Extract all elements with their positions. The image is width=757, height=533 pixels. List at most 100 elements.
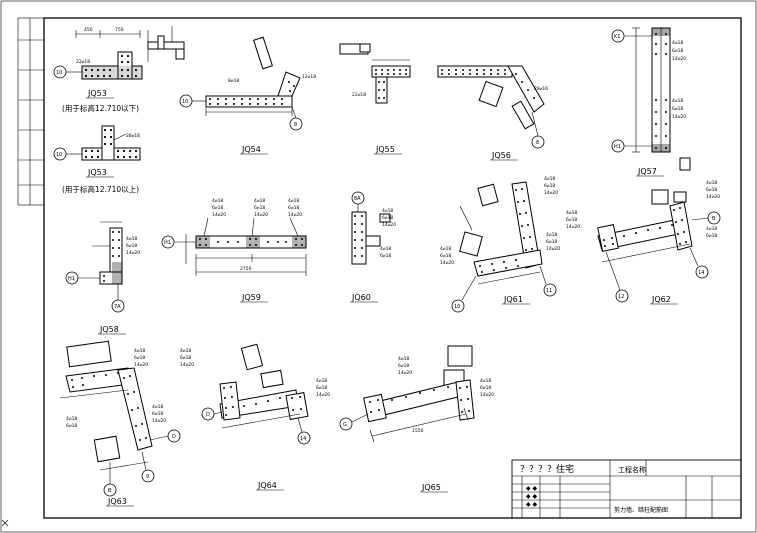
wall-section xyxy=(473,249,543,277)
axis-label: 12 xyxy=(618,294,624,300)
axis-bubble xyxy=(339,417,353,431)
title-block: ？？？？住宅 工程名称 剪力墙、暗柱配筋图 ◆ ◆ ◆ ◆ ◆ ◆ xyxy=(511,459,742,519)
section-jq56: 28⌀16 8 JQ56 xyxy=(437,65,548,161)
section-jq65: 4⌀18 6⌀18 14⌀20 4⌀18 6⌀18 14⌀20 1550 G J… xyxy=(339,345,494,493)
wall-section xyxy=(371,65,411,78)
tb-glyph: ◆ ◆ xyxy=(526,493,538,500)
rebar-note: 4⌀18 xyxy=(480,378,491,384)
axis-label: 10 xyxy=(454,304,460,310)
axis-label: D xyxy=(172,434,176,440)
rebar-note: 4⌀18 xyxy=(440,246,451,252)
wall-section xyxy=(117,51,133,80)
rebar-note: 4⌀18 xyxy=(706,180,717,186)
rebar-note: 6⌀18 xyxy=(480,385,491,391)
axis-bubble xyxy=(615,289,629,303)
rebar-note: 6⌀18 xyxy=(134,355,145,361)
wall-section xyxy=(507,65,545,113)
rebar-note: 6⌀18 xyxy=(126,243,137,249)
rebar-note: 14⌀20 xyxy=(480,392,494,398)
tb-glyph: ◆ ◆ xyxy=(526,485,538,492)
axis-label: 7A xyxy=(114,304,121,310)
section-jq54: 8⌀18 12⌀18 10 8 JQ54 xyxy=(179,36,316,155)
rebar-note: 28⌀16 xyxy=(126,133,140,139)
axis-bubble xyxy=(695,265,709,279)
section-label: JQ58 xyxy=(99,325,119,334)
rebar-note: 6⌀18 xyxy=(546,239,557,245)
rebar-note: 14⌀20 xyxy=(672,114,686,120)
axis-label: 14 xyxy=(300,436,306,442)
section-label: JQ62 xyxy=(651,295,671,304)
section-label: JQ53 xyxy=(87,168,107,177)
section-jq53b: 28⌀16 10 JQ53 (用于标高12.710以上) xyxy=(53,125,141,194)
rebar-note: 14⌀20 xyxy=(546,246,560,252)
axis-bubble xyxy=(141,469,155,483)
section-label: JQ59 xyxy=(241,293,261,302)
axis-label: B xyxy=(108,488,112,494)
rebar-note: 4⌀18 xyxy=(152,404,163,410)
axis-label: B xyxy=(712,216,716,222)
rebar-note: 4⌀18 xyxy=(544,176,555,182)
section-label: JQ53 xyxy=(87,89,107,98)
dim-text: 2750 xyxy=(240,266,252,272)
rebar-note: 14⌀20 xyxy=(544,190,558,196)
rebar-note: 8⌀18 xyxy=(228,78,239,84)
rebar-note: 4⌀18 xyxy=(254,198,265,204)
dim-text: 1550 xyxy=(412,428,424,434)
rebar-note: 6⌀18 xyxy=(380,253,391,259)
wall-section xyxy=(277,71,301,97)
axis-label: 10 xyxy=(56,70,62,76)
title-block-frame xyxy=(511,459,742,519)
rebar-note: 4⌀18 xyxy=(706,226,717,232)
rebar-note: 14⌀20 xyxy=(152,418,166,424)
wall-section xyxy=(101,125,115,161)
rebar-note: 4⌀18 xyxy=(180,348,191,354)
axis-label: 11 xyxy=(546,288,552,294)
rebar-note: 4⌀18 xyxy=(66,416,77,422)
rebar-note: 6⌀18 xyxy=(672,48,683,54)
wall-section xyxy=(455,379,475,421)
rebar-note: 4⌀18 xyxy=(672,98,683,104)
rebar-note: 4⌀18 xyxy=(134,348,145,354)
wall-section xyxy=(205,95,293,108)
rebar-note: 6⌀18 xyxy=(566,217,577,223)
wall-section xyxy=(437,65,513,78)
rebar-note: 14⌀20 xyxy=(566,224,580,230)
rebar-note: 6⌀18 xyxy=(706,187,717,193)
section-label: JQ61 xyxy=(503,295,523,304)
section-label: JQ65 xyxy=(421,483,441,492)
axis-label: H1 xyxy=(614,144,621,150)
axis-bubble xyxy=(543,283,557,297)
axis-bubble xyxy=(297,431,311,445)
section-label: JQ63 xyxy=(107,497,127,506)
section-label: JQ55 xyxy=(375,145,395,154)
wall-section xyxy=(375,76,388,104)
rebar-note: 4⌀18 xyxy=(288,198,299,204)
section-jq60: 4⌀18 6⌀18 14⌀20 4⌀18 6⌀18 8A JQ60 xyxy=(350,191,396,303)
rebar-note: 6⌀18 xyxy=(316,385,327,391)
section-jq53a: 450 750 22⌀18 10 JQ53 (用于标高12.710以下) xyxy=(53,26,185,113)
section-label: JQ60 xyxy=(351,293,371,302)
project-name: ？？？？住宅 xyxy=(520,463,574,475)
section-jq63: 4⌀18 6⌀18 14⌀20 4⌀18 6⌀18 14⌀20 4⌀18 6⌀1… xyxy=(59,340,181,507)
rebar-note: 6⌀18 xyxy=(254,205,265,211)
section-note: (用于标高12.710以下) xyxy=(62,103,139,113)
rebar-note: 6⌀18 xyxy=(398,363,409,369)
rebar-note: 28⌀16 xyxy=(534,86,548,92)
wall-section xyxy=(219,381,241,421)
axis-label: 14 xyxy=(698,270,704,276)
section-jq55: 22⌀18 JQ55 xyxy=(339,43,411,155)
axis-label: K1 xyxy=(614,34,620,40)
rebar-note: 14⌀20 xyxy=(672,56,686,62)
rebar-note: 22⌀18 xyxy=(76,59,90,65)
section-jq58: 4⌀18 6⌀18 14⌀20 H1 7A JQ58 xyxy=(65,221,140,335)
rebar-note: 4⌀18 xyxy=(126,236,137,242)
rebar-note: 14⌀20 xyxy=(126,250,140,256)
axis-label: 8 xyxy=(294,122,297,128)
dim-text: 750 xyxy=(115,27,124,33)
rebar-note: 4⌀18 xyxy=(398,356,409,362)
rebar-note: 14⌀20 xyxy=(316,392,330,398)
rebar-note: 14⌀20 xyxy=(382,222,396,228)
rebar-note: 6⌀18 xyxy=(440,253,451,259)
section-jq59: 4⌀18 6⌀18 14⌀20 4⌀18 6⌀18 14⌀20 4⌀18 6⌀1… xyxy=(161,198,307,303)
